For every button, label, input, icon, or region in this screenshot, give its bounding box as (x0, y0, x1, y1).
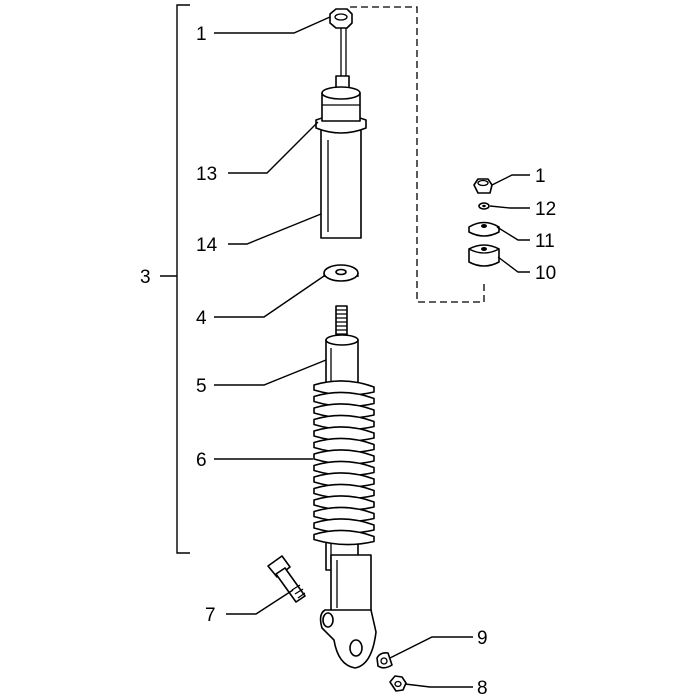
leader-7 (226, 589, 294, 615)
callout-8: 8 (477, 678, 488, 699)
callout-6: 6 (196, 450, 207, 471)
leader-12 (489, 205, 530, 209)
leader-1b (491, 174, 530, 186)
callout-11: 11 (535, 231, 555, 252)
coil-spring (313, 380, 375, 546)
leader-11 (496, 226, 530, 241)
spring-coil (313, 529, 375, 546)
leader-lines (214, 16, 530, 688)
leader-13 (228, 121, 319, 174)
callout-7: 7 (205, 605, 216, 626)
mount-hardware-stack (468, 178, 500, 267)
washer (323, 264, 359, 282)
leader-4 (214, 275, 325, 318)
callout-12: 12 (535, 199, 556, 220)
callout-labels: 1 13 14 3 4 5 6 7 9 8 1 12 11 10 (140, 24, 556, 699)
leader-14 (228, 213, 322, 245)
dust-cover (315, 86, 367, 239)
callout-1b: 1 (535, 166, 546, 187)
callout-4: 4 (196, 308, 207, 329)
top-nut (329, 8, 353, 78)
callout-5: 5 (196, 376, 207, 397)
callout-10: 10 (535, 263, 556, 284)
callout-9: 9 (477, 628, 488, 649)
lower-nut (389, 675, 407, 692)
leader-8 (404, 683, 473, 688)
callout-14: 14 (196, 235, 218, 256)
leader-10 (497, 256, 530, 273)
reference-dashed-line (350, 6, 485, 303)
bolt (267, 555, 306, 603)
leader-1 (214, 16, 331, 34)
callout-13: 13 (196, 164, 217, 185)
lower-eye-mount (319, 554, 377, 669)
lower-washer (376, 652, 393, 669)
leader-5 (214, 359, 327, 386)
callout-1: 1 (196, 24, 207, 45)
leader-9 (389, 636, 473, 659)
callout-3: 3 (140, 267, 151, 288)
assembly-bracket (160, 4, 190, 554)
